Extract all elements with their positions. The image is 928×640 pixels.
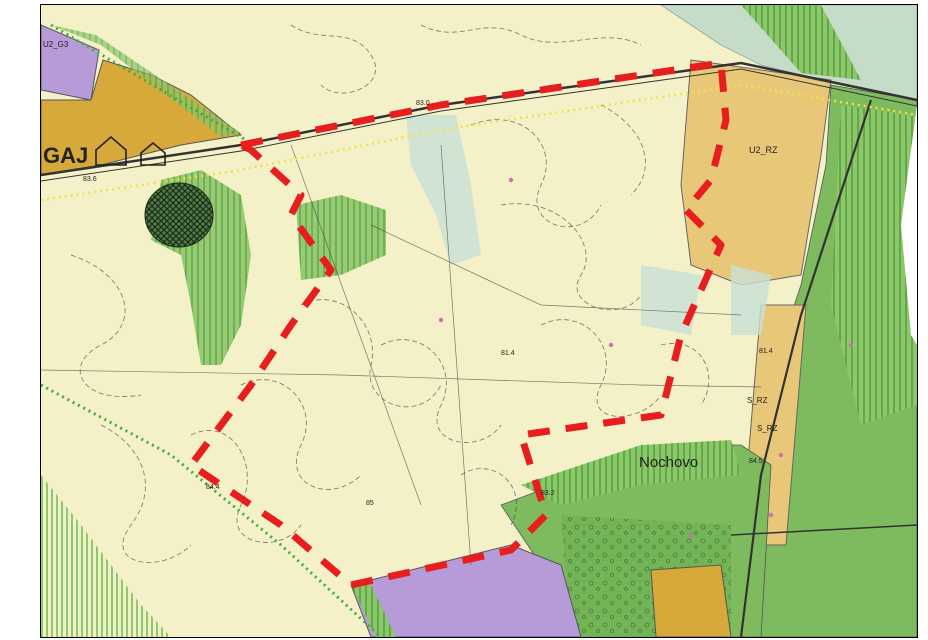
road-bottom-right	[730, 524, 917, 536]
main-road-edge	[41, 68, 917, 182]
label-corner: U2_G3	[43, 40, 69, 49]
survey-points	[438, 177, 854, 538]
green-dotted-line-left	[41, 383, 383, 637]
label-place: Nochovo	[639, 454, 698, 471]
label-zone-s1: S_RZ	[747, 396, 768, 405]
project-boundary	[187, 59, 730, 589]
label-elevation-3: 81.4	[759, 348, 773, 355]
pasture-patch-right2	[731, 265, 771, 335]
map-frame: GAJ U2_G3 U2_RZ S_RZ S_RZ Nochovo 83.0 8…	[40, 4, 918, 638]
label-elevation-7: 83.2	[541, 490, 555, 497]
forest-top-right	[741, 5, 861, 80]
white-edge-right	[901, 105, 917, 345]
label-elevation-6: 84.4	[206, 484, 220, 491]
house-icon-group	[95, 135, 166, 166]
forest-nochovo-hatched	[521, 440, 741, 505]
pasture-patch-right	[641, 265, 701, 335]
road-right	[739, 99, 873, 637]
yellow-dotted-line	[41, 83, 917, 202]
forest-strip-top-left	[51, 25, 241, 137]
drainage-lines	[41, 144, 762, 566]
label-zone-u2: U2_RZ	[749, 145, 778, 155]
forest-strip-bottom	[351, 585, 396, 637]
house-icon	[95, 135, 127, 166]
green-dotted-line-top	[50, 23, 247, 142]
forest-spot-center	[296, 195, 386, 280]
residential-zone-u2	[680, 59, 832, 286]
label-elevation-8: 83.6	[83, 176, 97, 183]
label-elevation-5: 85	[366, 500, 374, 507]
house-icon-2	[140, 141, 166, 166]
label-elevation-4: 84.5	[749, 458, 763, 465]
meadow-bottom-left	[41, 475, 171, 637]
contour-lines	[70, 24, 710, 563]
label-elevation-1: 83.0	[416, 100, 430, 107]
built-up-bottom	[650, 564, 732, 637]
map-canvas: GAJ U2_G3 U2_RZ S_RZ S_RZ Nochovo 83.0 8…	[41, 5, 917, 637]
pasture-patch-center	[406, 115, 481, 265]
label-elevation-2: 81.4	[501, 350, 515, 357]
label-zone-s2: S_RZ	[757, 424, 778, 433]
wetland-crosshatch	[144, 182, 214, 248]
industrial-zone-bottom	[350, 544, 582, 637]
label-town: GAJ	[43, 143, 88, 168]
